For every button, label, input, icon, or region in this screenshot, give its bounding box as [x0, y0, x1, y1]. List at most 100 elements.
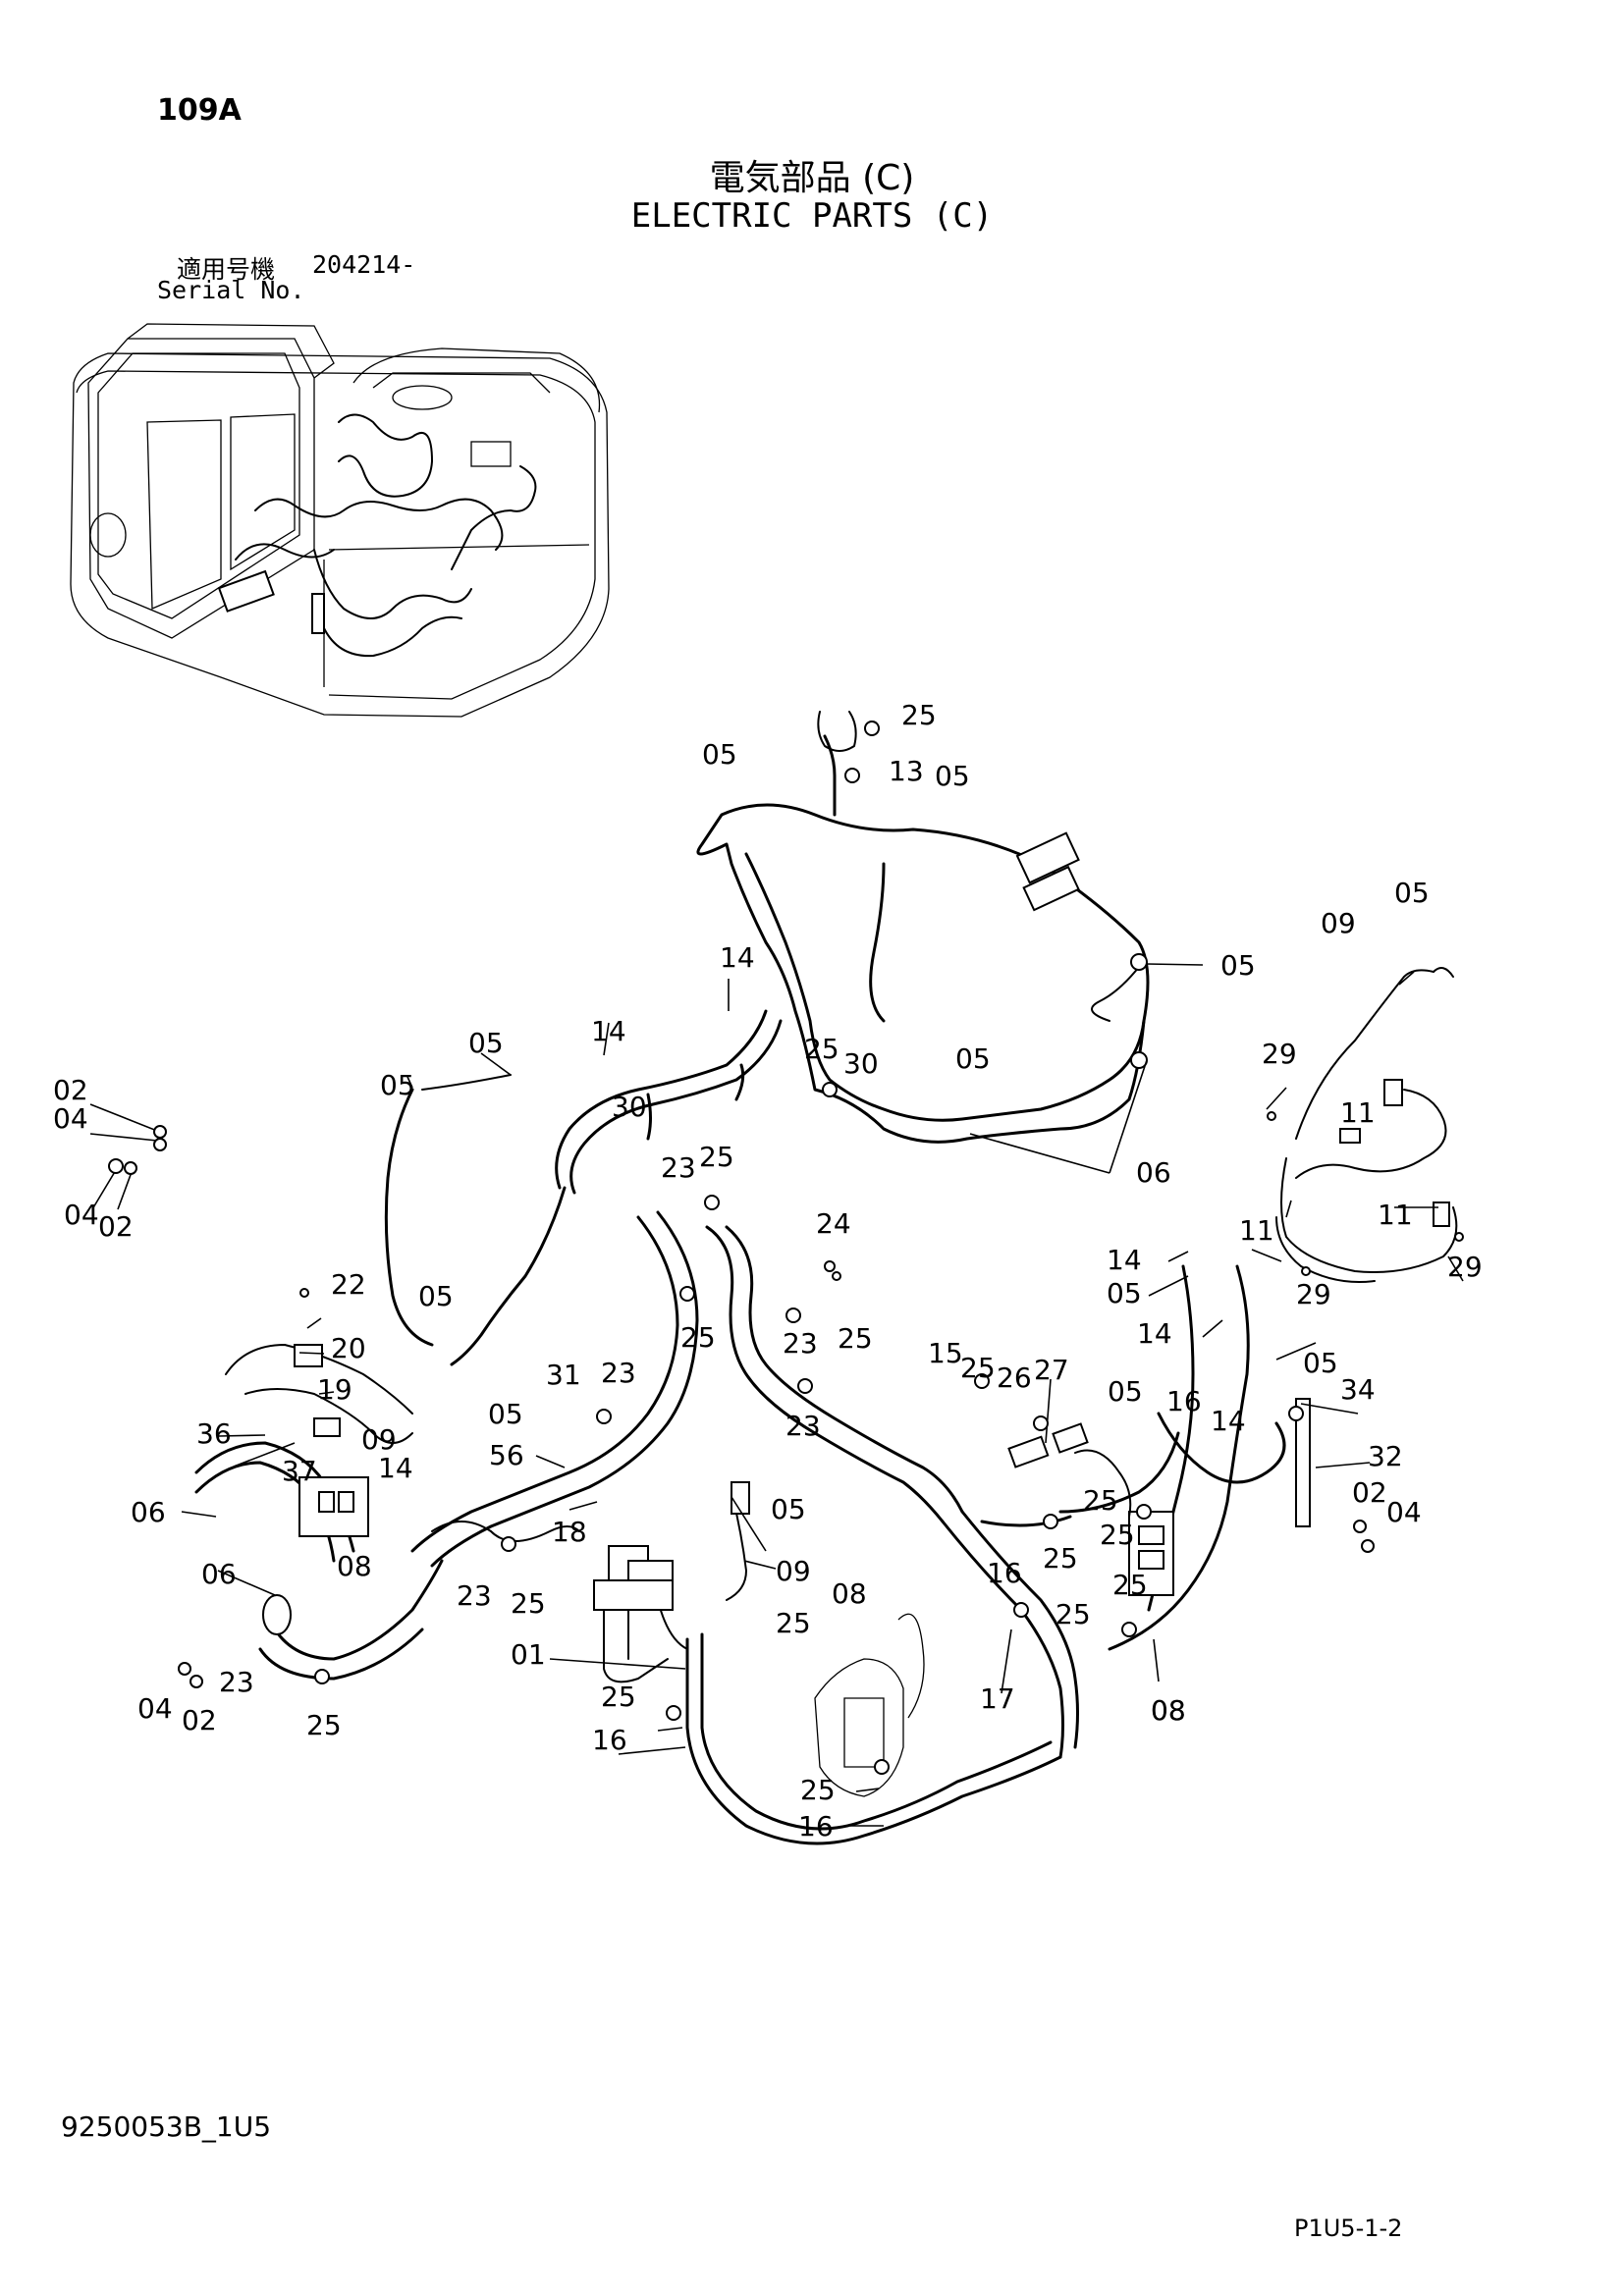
callout: 29 — [1296, 1278, 1331, 1310]
machine-overview-inset — [70, 323, 610, 718]
callout: 14 — [1137, 1317, 1172, 1350]
callout: 23 — [785, 1410, 821, 1442]
callout: 25 — [699, 1141, 734, 1173]
callout: 05 — [1394, 877, 1430, 909]
callout: 32 — [1368, 1440, 1403, 1472]
callout: 05 — [1108, 1375, 1143, 1408]
callout: 30 — [612, 1091, 647, 1123]
serial-label-english: Serial No. — [157, 276, 305, 304]
callout: 02 — [98, 1210, 134, 1243]
leader-lines — [89, 963, 1464, 1827]
callout: 06 — [201, 1558, 237, 1590]
callout: 25 — [776, 1607, 811, 1639]
callout: 25 — [601, 1681, 636, 1713]
callout: 05 — [418, 1280, 454, 1312]
callout: 05 — [1303, 1347, 1338, 1379]
callout: 14 — [1107, 1244, 1142, 1276]
callout: 05 — [488, 1398, 523, 1430]
callout: 23 — [661, 1151, 696, 1184]
callout: 05 — [955, 1042, 991, 1075]
callout: 19 — [317, 1373, 352, 1406]
callout: 16 — [798, 1810, 834, 1842]
callout: 05 — [380, 1069, 415, 1101]
callout: 22 — [331, 1268, 366, 1301]
callout: 23 — [783, 1327, 818, 1360]
callout: 25 — [511, 1587, 546, 1620]
callout: 14 — [378, 1452, 413, 1484]
callout: 16 — [1166, 1385, 1202, 1417]
callout: 04 — [1386, 1496, 1422, 1528]
callout: 25 — [1112, 1569, 1148, 1601]
callout: 30 — [843, 1047, 879, 1080]
callout: 29 — [1447, 1251, 1483, 1283]
callout: 09 — [776, 1555, 811, 1587]
callout: 11 — [1340, 1096, 1376, 1129]
callout: 05 — [771, 1493, 806, 1525]
callout: 18 — [552, 1516, 587, 1548]
callout: 06 — [131, 1496, 166, 1528]
callout: 04 — [137, 1692, 173, 1725]
callout: 36 — [196, 1417, 232, 1450]
callout: 05 — [702, 738, 737, 771]
callout: 08 — [832, 1577, 867, 1610]
callout: 02 — [1352, 1476, 1387, 1509]
callout: 11 — [1378, 1199, 1413, 1231]
callout: 25 — [680, 1321, 716, 1354]
callout: 31 — [546, 1359, 581, 1391]
wire-harness-drawing — [194, 711, 1458, 1845]
callout: 04 — [53, 1102, 88, 1135]
page-code: P1U5-1-2 — [1294, 2215, 1403, 2242]
callout: 05 — [935, 760, 970, 792]
callout: 09 — [361, 1423, 397, 1456]
callout: 11 — [1239, 1214, 1274, 1247]
callout: 17 — [980, 1682, 1015, 1715]
callout-numbers: 25 13 05 05 05 09 05 14 14 05 05 25 30 0… — [53, 699, 1483, 1842]
callout: 25 — [1083, 1484, 1118, 1517]
callout: 24 — [816, 1207, 851, 1240]
callout: 25 — [800, 1774, 836, 1806]
callout: 14 — [720, 941, 755, 974]
callout: 01 — [511, 1638, 546, 1671]
callout: 08 — [337, 1550, 372, 1582]
callout: 25 — [960, 1352, 996, 1384]
callout: 25 — [901, 699, 937, 731]
page-id: 109A — [157, 93, 242, 128]
callout: 27 — [1034, 1354, 1069, 1386]
callout: 56 — [489, 1439, 524, 1471]
callout: 05 — [1107, 1277, 1142, 1309]
callout: 23 — [457, 1579, 492, 1612]
callout: 26 — [997, 1362, 1032, 1394]
callout: 25 — [306, 1709, 342, 1741]
callout: 34 — [1340, 1373, 1376, 1406]
serial-number-value: 204214- — [312, 250, 416, 279]
callout: 08 — [1151, 1694, 1186, 1727]
callout: 14 — [591, 1015, 626, 1047]
callout: 23 — [219, 1666, 254, 1698]
title-english: ELECTRIC PARTS (C) — [630, 196, 994, 236]
serial-label-japanese: 適用号機 — [177, 255, 276, 284]
callout: 37 — [282, 1455, 317, 1487]
callout: 25 — [838, 1322, 873, 1355]
title-japanese: 電気部品 (C) — [709, 158, 915, 198]
callout: 20 — [331, 1332, 366, 1364]
callout: 16 — [987, 1557, 1022, 1589]
callout: 15 — [928, 1337, 963, 1369]
callout: 23 — [601, 1357, 636, 1389]
callout: 25 — [1056, 1598, 1091, 1630]
callout: 25 — [804, 1033, 839, 1065]
callout: 02 — [182, 1704, 217, 1736]
drawing-number: 9250053B_1U5 — [61, 2110, 272, 2143]
callout: 02 — [53, 1074, 88, 1106]
callout: 25 — [1043, 1542, 1078, 1575]
callout: 05 — [1220, 949, 1256, 982]
callout: 09 — [1321, 907, 1356, 939]
callout: 06 — [1136, 1156, 1171, 1189]
callout: 16 — [592, 1724, 627, 1756]
callout: 14 — [1211, 1405, 1246, 1437]
callout: 13 — [889, 755, 924, 787]
callout: 04 — [64, 1199, 99, 1231]
fasteners — [108, 721, 1464, 1775]
callout: 05 — [468, 1027, 504, 1059]
callout: 29 — [1262, 1038, 1297, 1070]
